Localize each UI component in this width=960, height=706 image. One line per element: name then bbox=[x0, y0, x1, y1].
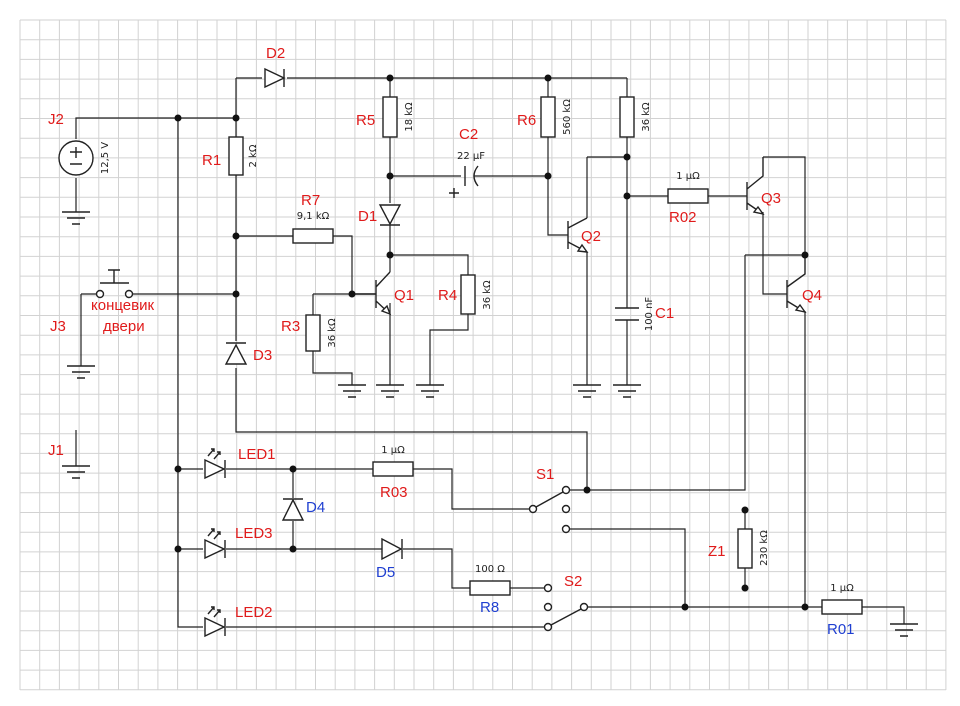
switch-s2-icon bbox=[543, 583, 589, 632]
capacitor-c2-icon bbox=[449, 165, 479, 198]
transistor-q4-icon bbox=[786, 255, 807, 314]
label-r02: R02 bbox=[669, 209, 697, 226]
label-r4: R4 bbox=[438, 287, 457, 304]
label-door-switch-line2: двери bbox=[103, 318, 145, 335]
voltage-source-icon bbox=[58, 140, 94, 176]
capacitor-c1-icon bbox=[615, 307, 639, 321]
value-r6: 560 kΩ bbox=[562, 99, 573, 135]
resistor-r03-body bbox=[372, 461, 414, 477]
ground-icon bbox=[67, 365, 95, 379]
label-r6: R6 bbox=[517, 112, 536, 129]
door-switch-icon bbox=[95, 269, 134, 299]
label-led2: LED2 bbox=[235, 604, 273, 621]
label-led3: LED3 bbox=[235, 525, 273, 542]
supply-voltage: 12,5 V bbox=[100, 142, 111, 174]
label-d5: D5 bbox=[376, 564, 395, 581]
label-q1: Q1 bbox=[394, 287, 414, 304]
label-q4: Q4 bbox=[802, 287, 822, 304]
resistor-r01-body bbox=[821, 599, 863, 615]
grid-background bbox=[19, 19, 947, 691]
resistor-r3-body bbox=[305, 314, 321, 352]
value-r3: 36 kΩ bbox=[327, 318, 338, 348]
label-j3: J3 bbox=[50, 318, 66, 335]
label-d4: D4 bbox=[306, 499, 325, 516]
diode-d5-icon bbox=[381, 537, 403, 561]
value-c1: 100 nF bbox=[644, 297, 655, 332]
diode-d3-icon bbox=[224, 342, 248, 365]
label-r8: R8 bbox=[480, 599, 499, 616]
value-labels: 2 kΩ 9,1 kΩ 18 kΩ 22 μF 560 kΩ 36 kΩ 36 … bbox=[248, 99, 854, 594]
label-r3: R3 bbox=[281, 318, 300, 335]
label-j1: J1 bbox=[48, 442, 64, 459]
ground-icon bbox=[62, 465, 90, 479]
value-r7: 9,1 kΩ bbox=[297, 211, 330, 222]
label-led1: LED1 bbox=[238, 446, 276, 463]
junction-dots bbox=[174, 74, 809, 611]
resistor-r4-body bbox=[460, 274, 476, 315]
label-q2: Q2 bbox=[581, 228, 601, 245]
label-c1: C1 bbox=[655, 305, 674, 322]
resistor-r7-body bbox=[292, 228, 334, 244]
led2-icon bbox=[204, 606, 226, 638]
resistor-r5-body bbox=[382, 96, 398, 138]
diode-d2-icon bbox=[264, 67, 286, 89]
label-s2: S2 bbox=[564, 573, 582, 590]
led1-icon bbox=[204, 448, 226, 480]
value-c2: 22 μF bbox=[457, 151, 485, 162]
label-j2: J2 bbox=[48, 111, 64, 128]
transistor-q1-icon bbox=[352, 271, 392, 316]
value-r03: 1 μΩ bbox=[381, 445, 405, 456]
label-z1: Z1 bbox=[708, 543, 726, 560]
resistor-z1-body bbox=[737, 528, 753, 569]
label-q3: Q3 bbox=[761, 190, 781, 207]
reference-labels: J2 J3 J1 концевик двери D2 R1 R7 R5 C2 R… bbox=[48, 45, 855, 638]
value-r01: 1 μΩ bbox=[830, 583, 854, 594]
diode-d4-icon bbox=[281, 498, 305, 521]
value-z1: 230 kΩ bbox=[759, 530, 770, 566]
value-r5: 18 kΩ bbox=[404, 102, 415, 132]
ground-icon bbox=[62, 211, 90, 225]
ground-icon bbox=[890, 623, 918, 637]
value-r4: 36 kΩ bbox=[482, 280, 493, 310]
label-d1: D1 bbox=[358, 208, 377, 225]
ground-icon bbox=[573, 384, 601, 398]
ground-symbols bbox=[62, 211, 918, 637]
value-r9: 36 kΩ bbox=[641, 102, 652, 132]
transistor-q2-icon bbox=[567, 217, 589, 253]
wiring bbox=[75, 77, 905, 628]
value-r8: 100 Ω bbox=[475, 564, 505, 575]
resistor-r9-body bbox=[619, 96, 635, 138]
ground-icon bbox=[376, 384, 404, 398]
switch-s1-icon bbox=[528, 485, 571, 534]
label-d2: D2 bbox=[266, 45, 285, 62]
label-r03: R03 bbox=[380, 484, 408, 501]
value-r1: 2 kΩ bbox=[248, 144, 259, 167]
label-c2: C2 bbox=[459, 126, 478, 143]
ground-icon bbox=[416, 384, 444, 398]
label-r01: R01 bbox=[827, 621, 855, 638]
value-r02: 1 μΩ bbox=[676, 171, 700, 182]
resistor-r8-body bbox=[469, 580, 511, 596]
ground-icon bbox=[338, 384, 366, 398]
resistor-r02-body bbox=[667, 188, 709, 204]
label-r5: R5 bbox=[356, 112, 375, 129]
resistor-r6-body bbox=[540, 96, 556, 138]
label-r7: R7 bbox=[301, 192, 320, 209]
ground-icon bbox=[613, 384, 641, 398]
diode-d1-icon bbox=[378, 204, 402, 226]
label-r1: R1 bbox=[202, 152, 221, 169]
resistor-r1-body bbox=[228, 136, 244, 176]
led3-icon bbox=[204, 528, 226, 560]
transistor-q3-icon bbox=[746, 157, 765, 216]
label-s1: S1 bbox=[536, 466, 554, 483]
label-door-switch-line1: концевик bbox=[91, 297, 154, 314]
label-d3: D3 bbox=[253, 347, 272, 364]
